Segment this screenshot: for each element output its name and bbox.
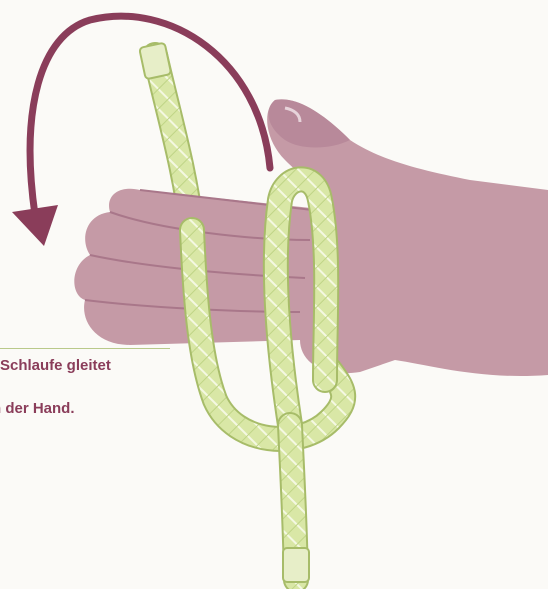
hand-illustration [74,99,548,376]
caption-line-1: Schlaufe gleitet [0,357,111,374]
caption-divider [0,348,170,349]
caption-line-2: n der Hand. [0,400,75,417]
